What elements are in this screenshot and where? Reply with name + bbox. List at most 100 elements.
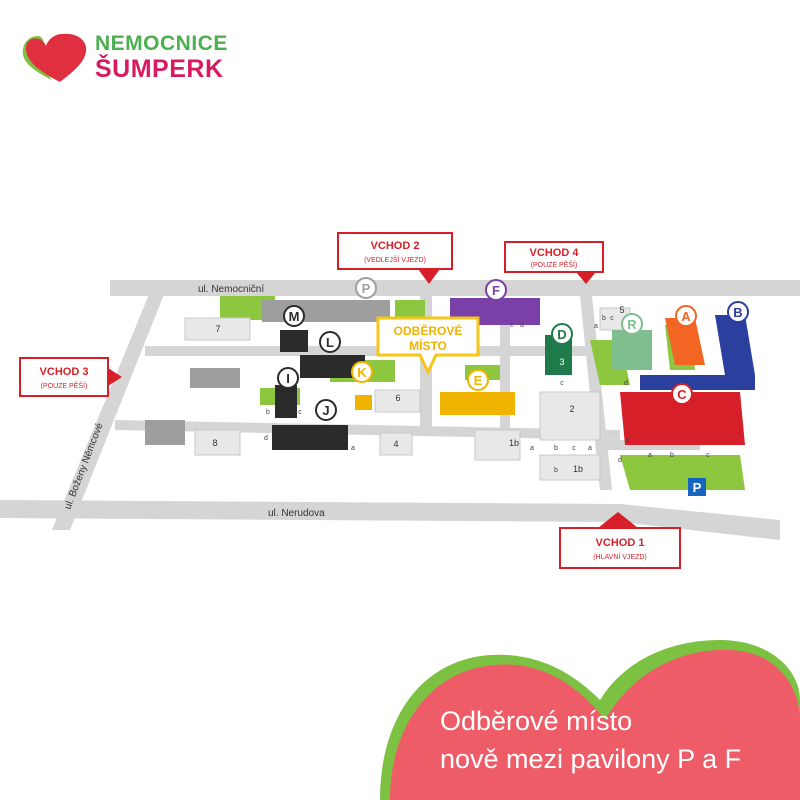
building-2 [539, 391, 601, 441]
pin-j: J [315, 399, 337, 421]
number-7: 7 [215, 324, 220, 334]
svg-text:(VEDLEJŠÍ VJEZD): (VEDLEJŠÍ VJEZD) [364, 255, 426, 264]
svg-text:VCHOD 3: VCHOD 3 [40, 366, 89, 378]
building-gray-2 [145, 420, 185, 445]
entrance-vchod1: VCHOD 1 (HLAVNÍ VJEZD) [559, 512, 681, 569]
building-e [440, 392, 515, 415]
collection-point-arrow: ODBĚROVÉ MÍSTO [376, 316, 480, 376]
svg-text:d: d [520, 322, 524, 329]
svg-text:c: c [610, 315, 614, 322]
svg-text:d: d [618, 457, 622, 464]
number-6: 6 [395, 393, 400, 403]
svg-text:c: c [298, 409, 302, 416]
building-numbers: 7 6 4 8 2 1b 1b 5 3 [212, 305, 624, 474]
svg-text:a: a [648, 452, 652, 459]
caption-line1: Odběrové místo [440, 706, 633, 736]
svg-text:b: b [602, 315, 606, 322]
building-4 [379, 432, 413, 456]
street-nemocnicni: ul. Nemocniční [198, 284, 264, 295]
svg-text:A: A [681, 309, 691, 324]
buildings [145, 298, 755, 481]
building-r [612, 330, 652, 370]
building-8 [194, 429, 241, 456]
caption-line2: nově mezi pavilony P a F [440, 744, 742, 774]
hospital-logo-heart [22, 33, 87, 82]
pin-p: P [355, 277, 377, 299]
road-nemocnicni [110, 280, 800, 296]
svg-text:P: P [362, 281, 371, 296]
building-k [355, 395, 372, 410]
building-c [620, 392, 745, 445]
pin-b: B [727, 301, 749, 323]
number-4: 4 [393, 439, 398, 449]
svg-text:d: d [624, 380, 628, 387]
svg-text:b: b [670, 452, 674, 459]
building-sub-labels: b c d a c d a b c a b c a b c d c d a b … [264, 315, 710, 474]
logo-text-line2: ŠUMPERK [95, 55, 224, 83]
pin-c: C [671, 383, 693, 405]
building-gray-1 [190, 368, 240, 388]
svg-text:E: E [474, 373, 483, 388]
road-nerudova [0, 500, 780, 540]
parking-sign: P [688, 478, 706, 496]
svg-text:I: I [286, 371, 290, 386]
number-8: 8 [212, 438, 217, 448]
building-6 [374, 389, 421, 413]
road-internal-1 [145, 346, 600, 356]
collection-point-line1: ODBĚROVÉ [394, 323, 463, 338]
svg-text:c: c [706, 452, 710, 459]
svg-text:a: a [594, 323, 598, 330]
number-1b-a: 1b [509, 438, 519, 448]
svg-text:VCHOD 1: VCHOD 1 [596, 537, 645, 549]
building-i [275, 385, 297, 418]
number-3: 3 [559, 357, 564, 367]
pin-f: F [485, 279, 507, 301]
street-nerudova: ul. Nerudova [268, 508, 325, 519]
svg-text:(POUZE PĚŠÍ): (POUZE PĚŠÍ) [41, 381, 88, 390]
svg-text:C: C [677, 387, 687, 402]
building-b [715, 315, 755, 375]
pin-m: M [283, 305, 305, 327]
logo-text-line1: NEMOCNICE [95, 32, 228, 55]
svg-text:J: J [322, 403, 329, 418]
svg-text:c: c [626, 437, 630, 444]
svg-text:a: a [530, 445, 534, 452]
number-5: 5 [619, 305, 624, 315]
building-p [262, 300, 390, 322]
entrance-vchod4: VCHOD 4 (POUZE PĚŠÍ) [504, 241, 604, 284]
building-l [300, 355, 365, 378]
svg-text:K: K [357, 365, 367, 380]
svg-text:c: c [510, 322, 514, 329]
road-bozeny-nemcove [52, 292, 165, 530]
svg-text:D: D [557, 327, 566, 342]
number-2: 2 [569, 404, 574, 414]
pin-k: K [351, 361, 373, 383]
decorative-heart [380, 640, 800, 800]
entrance-vchod3: VCHOD 3 (POUZE PĚŠÍ) [19, 357, 122, 397]
street-bozeny-nemcove: ul. Boženy Němcové [63, 421, 106, 511]
entrance-vchod2: VCHOD 2 (VEDLEJŠÍ VJEZD) [337, 232, 453, 284]
road-internal-6 [500, 300, 510, 460]
building-a [665, 318, 705, 365]
pin-i: I [277, 367, 299, 389]
svg-text:L: L [326, 335, 334, 350]
number-1b-b: 1b [573, 464, 583, 474]
svg-text:a: a [588, 445, 592, 452]
svg-text:B: B [733, 305, 742, 320]
pin-l: L [319, 331, 341, 353]
collection-point-line2: MÍSTO [409, 338, 447, 353]
pin-r: R [621, 313, 643, 335]
svg-text:c: c [572, 445, 576, 452]
svg-text:b: b [266, 409, 270, 416]
pin-a: A [675, 305, 697, 327]
svg-text:c: c [560, 380, 564, 387]
svg-text:VCHOD 2: VCHOD 2 [371, 240, 420, 252]
svg-text:b: b [554, 467, 558, 474]
building-j [272, 425, 348, 450]
building-1b-b [539, 454, 601, 481]
svg-text:VCHOD 4: VCHOD 4 [530, 247, 580, 259]
svg-text:(HLAVNÍ VJEZD): (HLAVNÍ VJEZD) [593, 552, 647, 561]
building-7 [184, 317, 251, 341]
svg-text:a: a [351, 445, 355, 452]
